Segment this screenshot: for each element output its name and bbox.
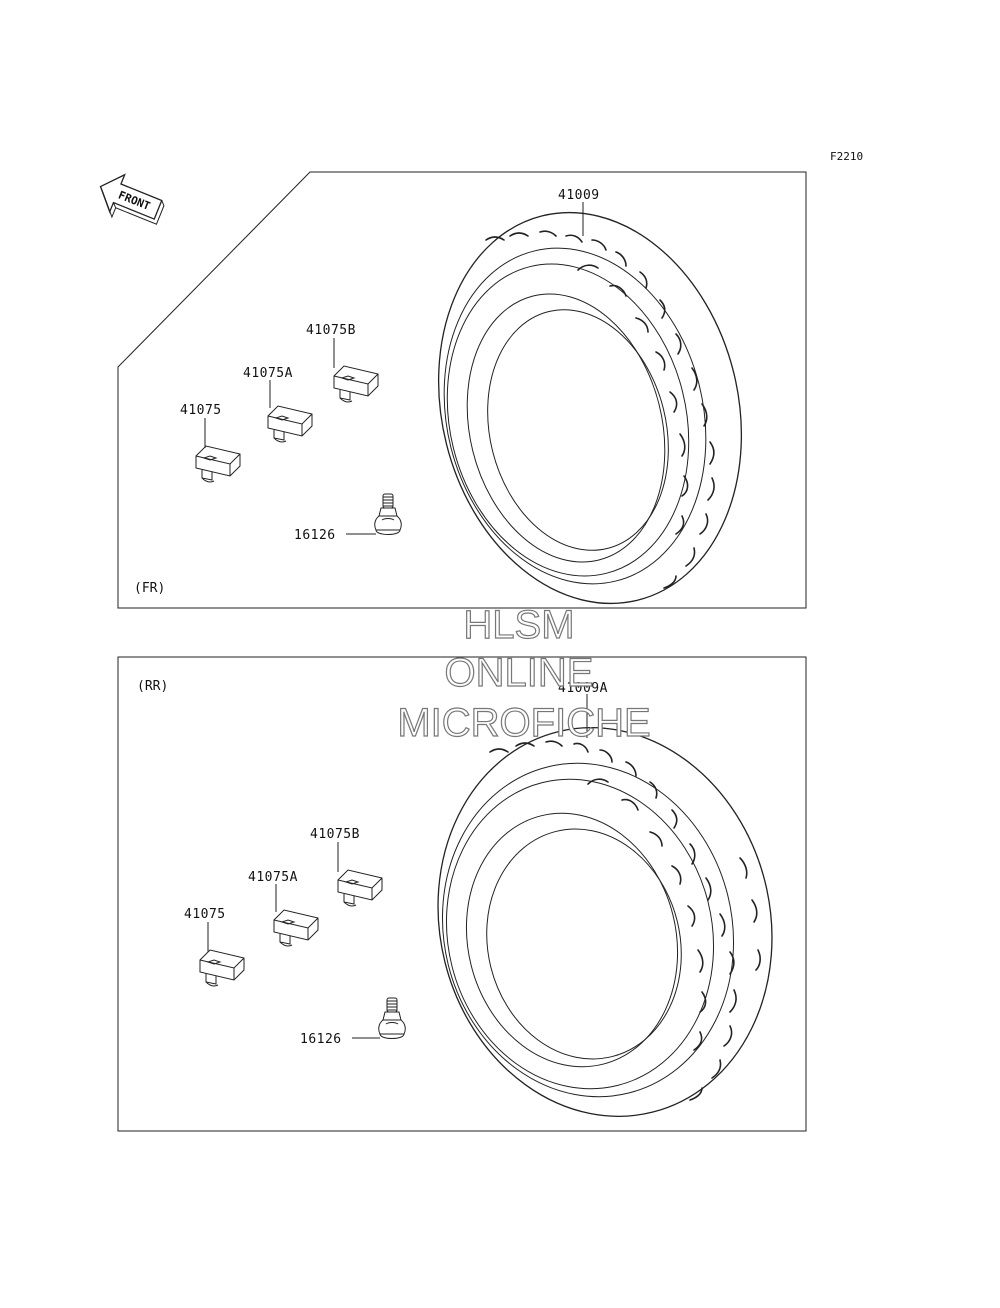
figure-code: F2210: [830, 150, 863, 163]
front-weight-label: 41075: [180, 403, 222, 418]
rear-panel-tag: (RR): [137, 679, 168, 694]
rear-tire-label: 41009A: [558, 681, 608, 696]
rear-weight-label: 41075: [184, 907, 226, 922]
rear-panel: (RR): [117, 656, 807, 1132]
front-valve-label: 16126: [294, 528, 336, 543]
front-panel: (FR): [117, 171, 807, 609]
rear-weight-b-label: 41075B: [310, 827, 360, 842]
front-weight-a-label: 41075A: [243, 366, 293, 381]
front-arrow-icon: FRONT: [99, 173, 165, 225]
watermark-line-1: HLSM: [463, 603, 574, 647]
rear-valve-label: 16126: [300, 1032, 342, 1047]
front-tire: [437, 211, 743, 605]
rear-weight-a-label: 41075A: [248, 870, 298, 885]
front-tire-label: 41009: [558, 188, 600, 203]
watermark-line-3: MICROFICHE: [397, 701, 650, 745]
rear-tread: [489, 740, 761, 1101]
rear-panel-border: [117, 656, 807, 1132]
front-panel-tag: (FR): [134, 581, 165, 596]
front-label: FRONT: [116, 188, 152, 213]
watermark: HLSM ONLINE MICROFICHE: [397, 602, 652, 745]
front-weight-b-label: 41075B: [306, 323, 356, 338]
front-panel-border: [117, 171, 807, 609]
rear-tire: [437, 727, 773, 1117]
front-tread: [485, 230, 715, 589]
watermark-line-2: ONLINE: [445, 651, 594, 695]
